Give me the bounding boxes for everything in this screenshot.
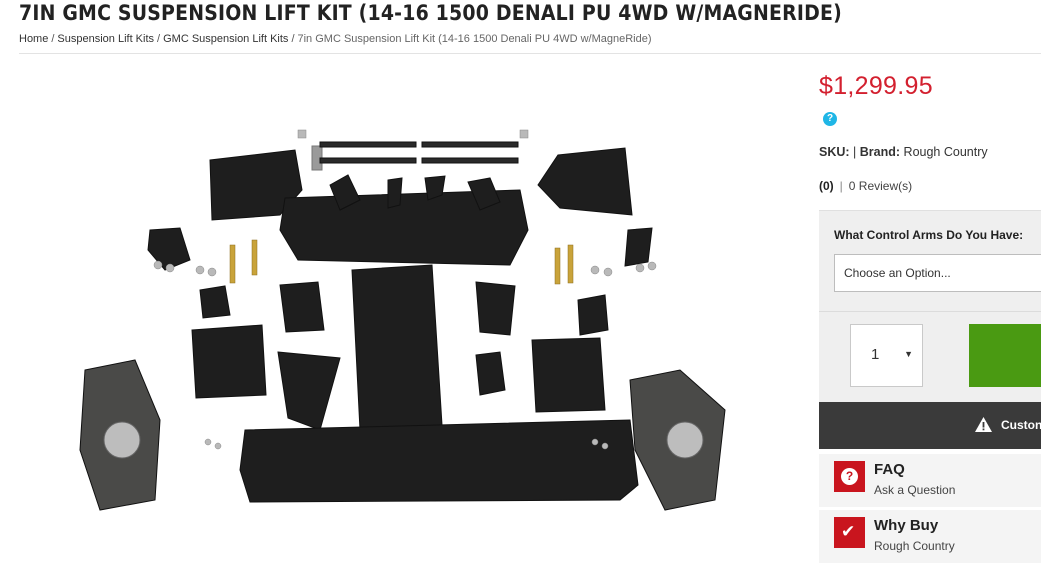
reviews-summary: (0) | 0 Review(s) xyxy=(819,179,912,193)
breadcrumb-gmc-suspension-lift-kits[interactable]: GMC Suspension Lift Kits xyxy=(163,33,289,45)
faq-badge: ? xyxy=(834,461,865,492)
quantity-value: 1 xyxy=(871,346,880,363)
why-buy-card[interactable]: ✔ Why Buy Rough Country xyxy=(819,510,1041,563)
control-arms-label: What Control Arms Do You Have: xyxy=(834,228,1024,242)
add-to-cart-button[interactable] xyxy=(969,324,1041,387)
question-icon: ? xyxy=(841,468,858,485)
options-divider xyxy=(819,311,1041,312)
breadcrumb-separator: / xyxy=(157,33,161,45)
warning-icon xyxy=(975,417,992,435)
breadcrumb-current: 7in GMC Suspension Lift Kit (14-16 1500 … xyxy=(297,33,652,45)
chevron-down-icon: ▼ xyxy=(904,349,913,359)
header-divider xyxy=(19,53,1041,54)
why-buy-subtitle: Rough Country xyxy=(874,539,955,553)
control-arms-select[interactable]: Choose an Option... xyxy=(834,254,1041,292)
custom-notice-bar[interactable]: Custon xyxy=(819,402,1041,449)
check-icon: ✔ xyxy=(841,522,856,541)
meta-divider: | xyxy=(853,145,857,159)
sku-label: SKU: xyxy=(819,145,850,159)
faq-card[interactable]: ? FAQ Ask a Question xyxy=(819,454,1041,507)
breadcrumb-separator: / xyxy=(51,33,55,45)
quantity-select[interactable]: 1 ▼ xyxy=(850,324,923,387)
brand-label: Brand: xyxy=(859,145,901,159)
brand-value[interactable]: Rough Country xyxy=(903,145,988,159)
custom-notice-label: Custon xyxy=(1001,418,1041,432)
sku-brand-line: SKU: | Brand: Rough Country xyxy=(819,145,988,159)
reviews-link[interactable]: 0 Review(s) xyxy=(848,179,913,193)
product-price: $1,299.95 xyxy=(819,72,933,100)
page-title: 7IN GMC SUSPENSION LIFT KIT (14-16 1500 … xyxy=(19,1,842,25)
purchase-panel: $1,299.95 ? SKU: | Brand: Rough Country … xyxy=(819,54,1041,587)
breadcrumb-separator: / xyxy=(291,33,295,45)
faq-title: FAQ xyxy=(874,461,905,478)
product-image[interactable] xyxy=(40,90,760,530)
breadcrumb: Home/Suspension Lift Kits/GMC Suspension… xyxy=(19,33,652,45)
breadcrumb-suspension-lift-kits[interactable]: Suspension Lift Kits xyxy=(57,33,155,45)
breadcrumb-home[interactable]: Home xyxy=(19,33,49,45)
rating-count: (0) xyxy=(819,179,834,193)
faq-subtitle: Ask a Question xyxy=(874,483,956,497)
help-icon[interactable]: ? xyxy=(823,112,837,126)
why-buy-title: Why Buy xyxy=(874,517,939,534)
reviews-divider: | xyxy=(839,179,843,193)
why-buy-badge: ✔ xyxy=(834,517,865,548)
options-panel: What Control Arms Do You Have: Choose an… xyxy=(819,210,1041,402)
